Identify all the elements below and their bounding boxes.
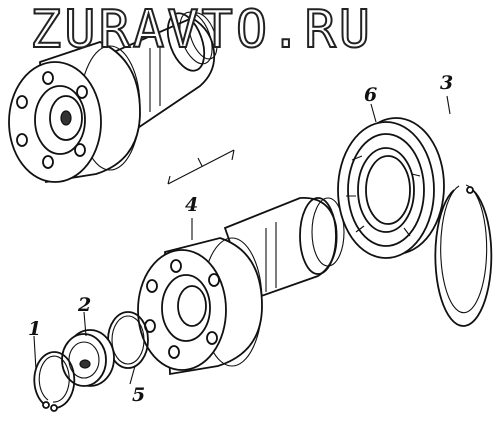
circlip-part-1 [33,351,76,412]
leader-part-3 [446,95,451,115]
hub-flange-part-4 [137,197,345,376]
callout-part-2: 2 [78,294,92,316]
callout-part-4: 4 [185,194,199,216]
assembled-hub-unit [8,11,218,184]
callout-part-1: 1 [28,318,42,340]
leader-part-2 [83,311,87,337]
leader-lines [33,95,451,385]
callout-part-6: 6 [364,84,378,106]
callout-part-5: 5 [132,384,146,406]
bearing-part-6 [337,117,445,259]
leader-part-5 [129,365,136,385]
leader-part-1 [33,335,37,371]
assembly-bracket [167,149,235,185]
retaining-ring-part-3 [434,184,493,327]
leader-part-6 [370,103,377,123]
callout-part-3: 3 [440,72,454,94]
watermark-logo: ZURAVTO.RU [29,0,374,60]
